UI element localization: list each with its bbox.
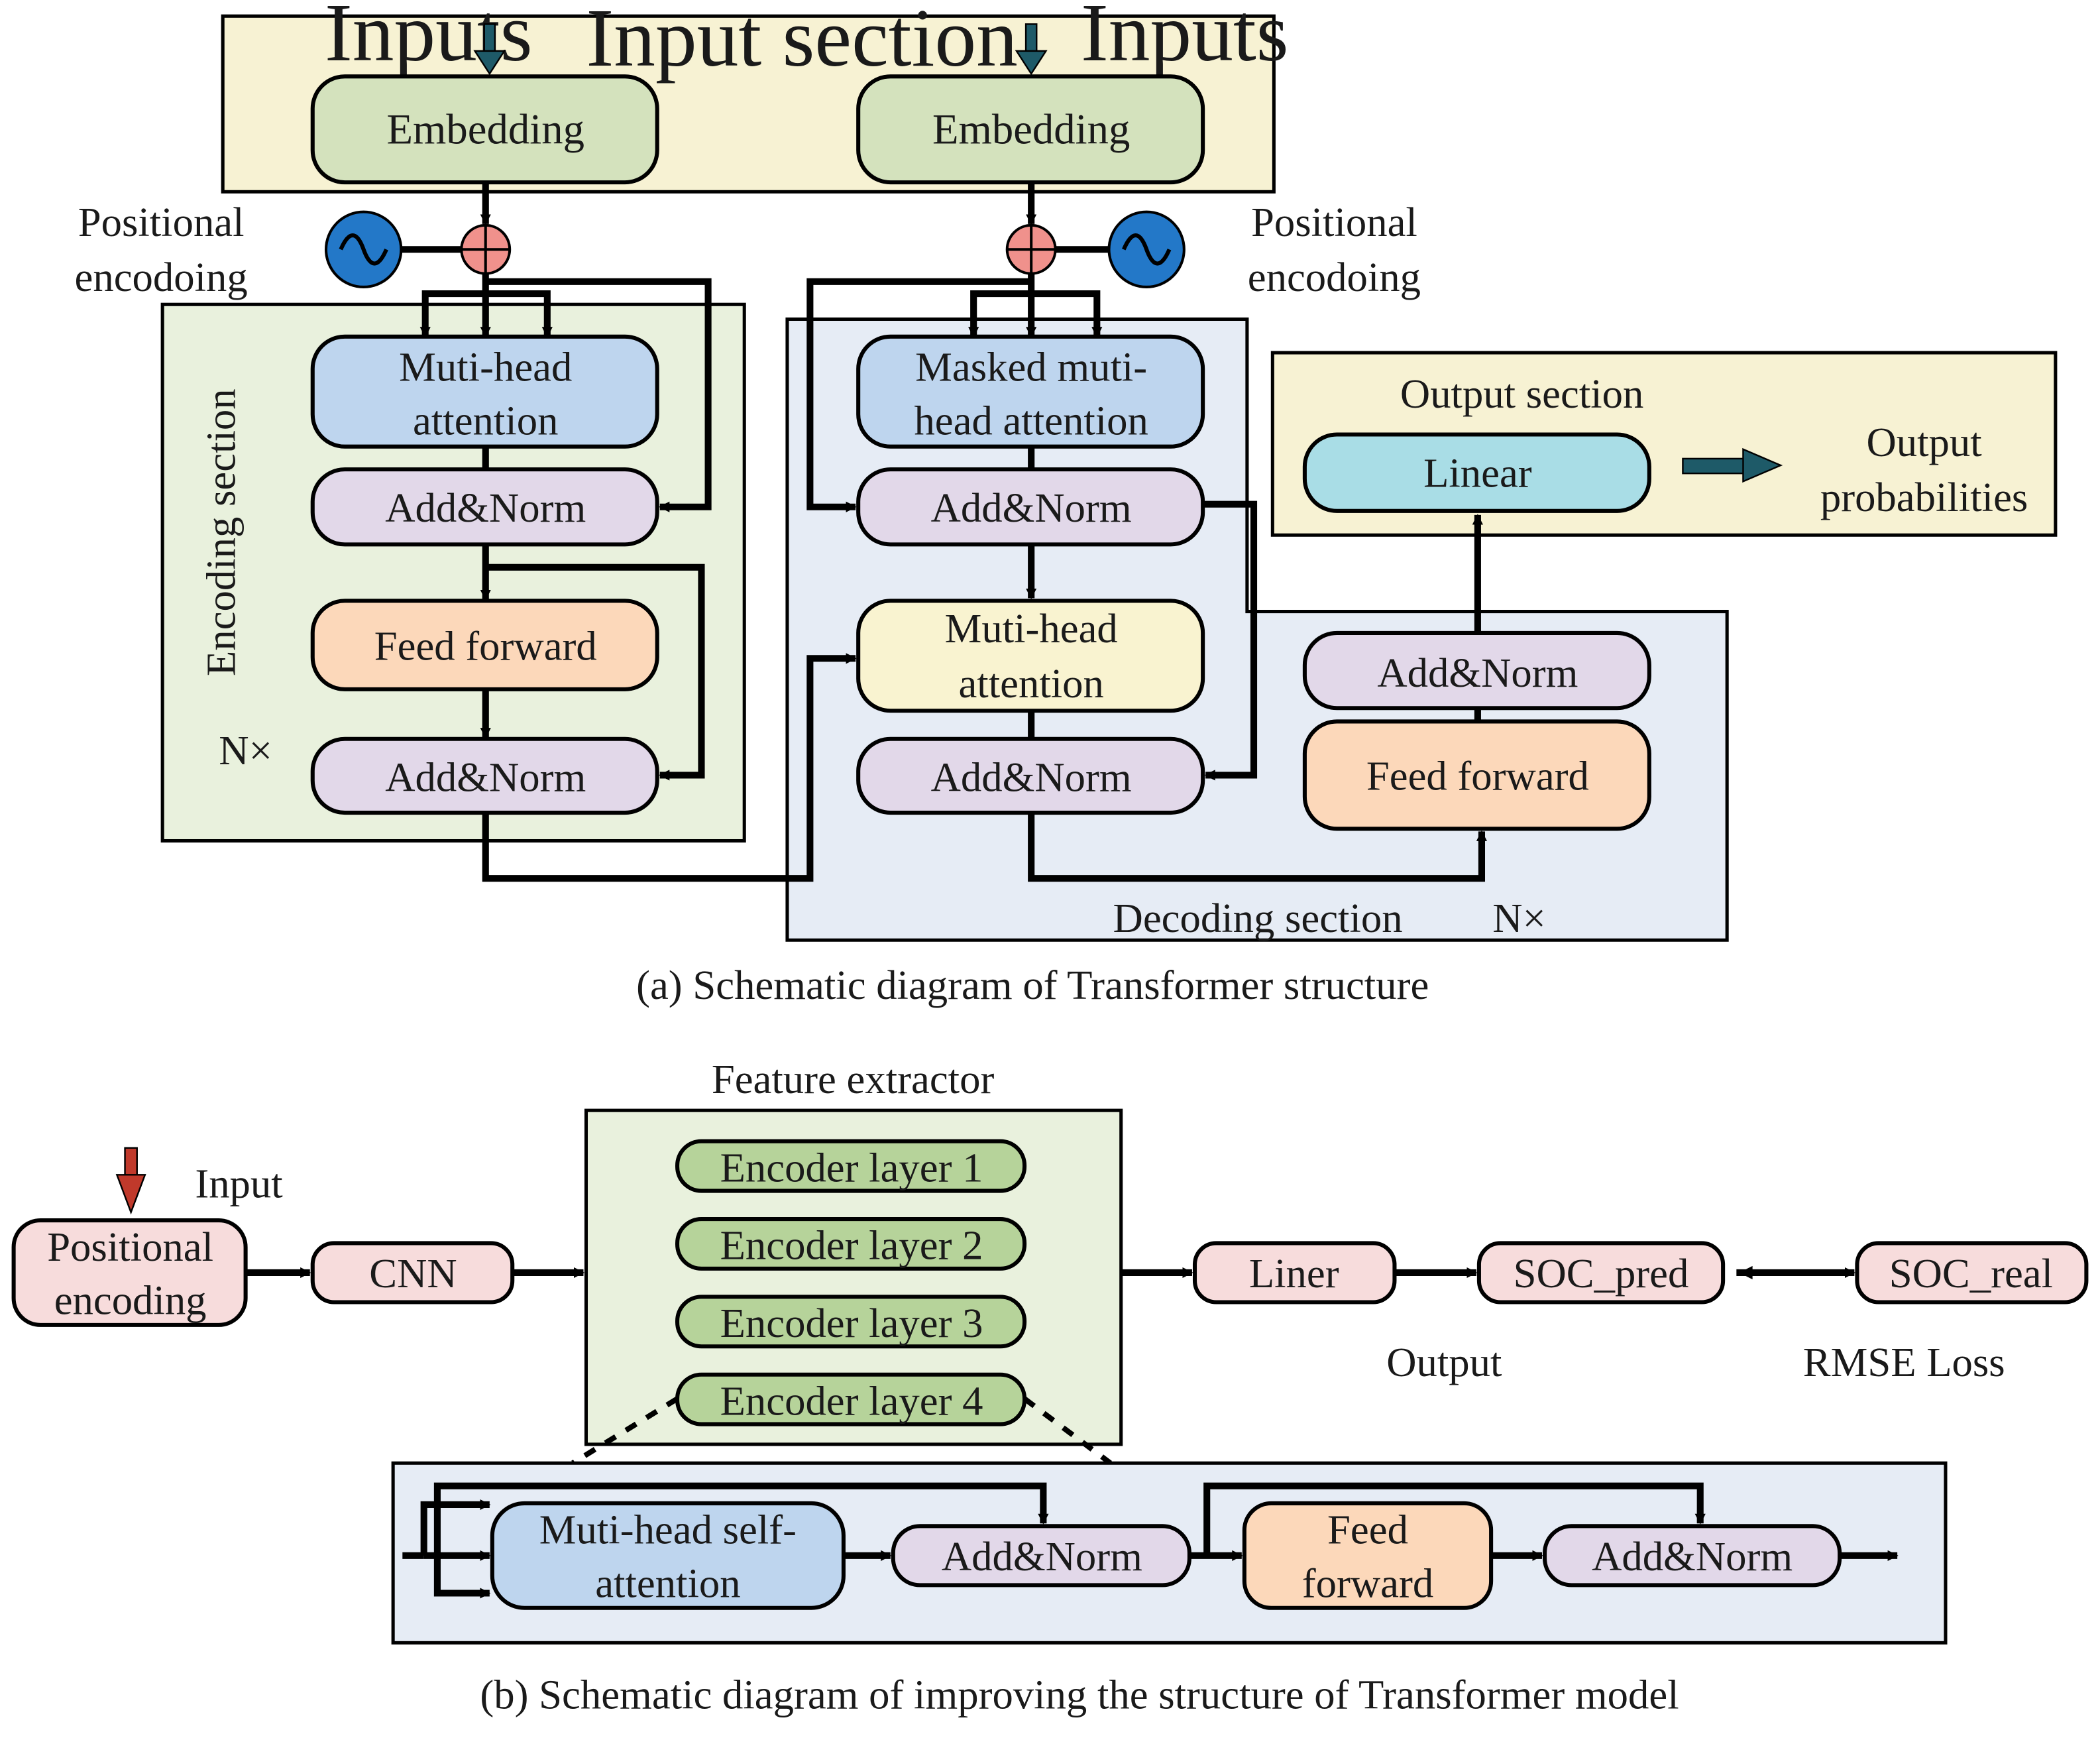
- encoder-add-norm-2-label: Add&Norm: [385, 754, 586, 801]
- self-attention-label-2: attention: [595, 1560, 740, 1607]
- encoder-feed-forward-label: Feed forward: [374, 622, 597, 669]
- embedding-label-left: Embedding: [387, 105, 584, 153]
- cnn-label: CNN: [369, 1250, 457, 1297]
- detail-feed-forward-label: Feed: [1327, 1507, 1408, 1553]
- positional-encoding-label-2: encoding: [54, 1277, 207, 1324]
- down-arrow-icon: [473, 23, 506, 76]
- decoder-cross-attention-label-2: attention: [958, 660, 1103, 707]
- right-arrow-icon: [1682, 447, 1783, 483]
- inputs-label-right: Inputs: [1081, 0, 1289, 79]
- detail-add-norm-2-label: Add&Norm: [1592, 1533, 1793, 1580]
- liner-label: Liner: [1249, 1250, 1339, 1297]
- linear-label: Linear: [1423, 449, 1532, 496]
- encoder-layer-1-label: Encoder layer 1: [720, 1144, 983, 1190]
- sine-wave-icon: [1107, 210, 1186, 288]
- adder-icon: [460, 223, 512, 275]
- decoder-feed-forward-label: Feed forward: [1366, 753, 1589, 799]
- encoder-repeat-label: N×: [219, 727, 272, 774]
- feature-extractor-label: Feature extractor: [712, 1056, 995, 1102]
- positional-encoding-label: Positional: [47, 1224, 213, 1270]
- soc-pred-block: [1476, 1241, 1726, 1304]
- down-arrow-icon: [1015, 23, 1048, 76]
- encoder-layer-4-label: Encoder layer 4: [720, 1377, 983, 1424]
- input-label: Input: [195, 1161, 283, 1207]
- decoder-repeat-label: N×: [1492, 895, 1546, 941]
- encoder-layer-2-label: Encoder layer 2: [720, 1222, 983, 1269]
- soc-pred-label: SOC_pred: [1514, 1250, 1689, 1297]
- encoder-add-norm-1-label: Add&Norm: [385, 485, 586, 531]
- caption-b: (b) Schematic diagram of improving the s…: [480, 1671, 1679, 1717]
- encoder-layer-1: [675, 1139, 1027, 1193]
- positional-encoding-label-right-2: encodoing: [1248, 254, 1421, 300]
- decoder-masked-attention-label-2: head attention: [914, 398, 1148, 444]
- soc-real-block: [1855, 1241, 2089, 1304]
- inputs-label-left: Inputs: [325, 0, 533, 79]
- output-label: Output: [1386, 1339, 1502, 1385]
- decoding-section-label: Decoding section: [1113, 895, 1403, 941]
- encoder-attention-label-2: attention: [413, 398, 558, 444]
- encoding-section-label: Encoding section: [197, 388, 244, 676]
- self-attention-label: Muti-head self-: [539, 1507, 797, 1553]
- detail-add-norm-1-label: Add&Norm: [942, 1533, 1142, 1580]
- sine-wave-icon: [324, 210, 403, 288]
- output-section-label: Output section: [1400, 371, 1643, 417]
- input-section-label: Input section: [586, 0, 1018, 84]
- encoder-attention-label: Muti-head: [399, 344, 572, 390]
- encoder-layer-2: [675, 1217, 1027, 1271]
- decoder-add-norm-3-label: Add&Norm: [1377, 650, 1578, 696]
- linear-block: [1302, 432, 1651, 513]
- output-probabilities-label: Output: [1866, 419, 1982, 465]
- positional-encoding-label-right: Positional: [1251, 199, 1417, 245]
- encoder-layer-3: [675, 1295, 1027, 1349]
- loss-label: RMSE Loss: [1803, 1339, 2005, 1385]
- positional-encoding-label-left-2: encodoing: [75, 254, 248, 300]
- adder-icon: [1005, 223, 1057, 275]
- embedding-label-right: Embedding: [932, 105, 1130, 153]
- detail-feed-forward-label-2: forward: [1302, 1560, 1433, 1607]
- decoder-add-norm-2-label: Add&Norm: [931, 754, 1132, 801]
- down-arrow-icon: [115, 1147, 146, 1215]
- encoder-layer-3-label: Encoder layer 3: [720, 1300, 983, 1346]
- output-probabilities-label-2: probabilities: [1820, 474, 2028, 520]
- soc-real-label: SOC_real: [1889, 1250, 2053, 1297]
- caption-a: (a) Schematic diagram of Transformer str…: [636, 962, 1429, 1008]
- decoder-cross-attention-label: Muti-head: [945, 605, 1118, 652]
- decoder-add-norm-1-label: Add&Norm: [931, 485, 1132, 531]
- positional-encoding-label-left: Positional: [78, 199, 245, 245]
- decoder-masked-attention-label: Masked muti-: [915, 344, 1147, 390]
